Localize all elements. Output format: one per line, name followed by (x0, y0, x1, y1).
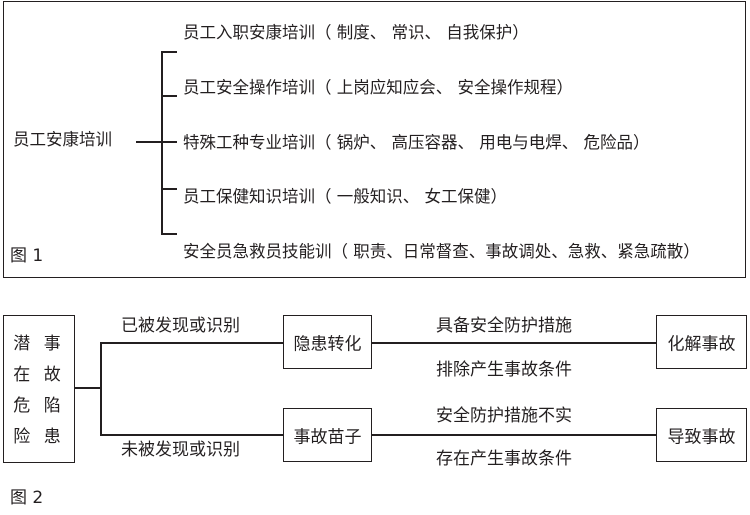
resolve-accident-label: 化解事故 (667, 334, 736, 355)
split-vertical (100, 342, 102, 435)
figure-1-item-4: 员工保健知识培训（ 一般知识、 女工保健） (183, 187, 507, 206)
figure-1-bracket (161, 51, 163, 235)
accident-sign-label: 事故苗子 (293, 427, 362, 448)
source-box: 潜 事 在 故 危 陷 险 患 (3, 315, 75, 463)
lower-result-line (372, 434, 656, 436)
figure-1-label: 图 1 (10, 246, 44, 266)
lower-condition-bottom: 存在产生事故条件 (436, 449, 572, 469)
source-line-1: 潜 事 (13, 334, 65, 354)
figure-1-branch-5 (161, 233, 177, 235)
accident-sign-box: 事故苗子 (283, 408, 372, 462)
lower-branch-label: 未被发现或识别 (121, 440, 240, 460)
figure-1-item-3: 特殊工种专业培训（ 锅炉、 高压容器、 用电与电焊、 危险品） (183, 133, 650, 152)
lower-condition-top: 安全防护措施不实 (436, 406, 572, 426)
cause-accident-label: 导致事故 (667, 427, 736, 448)
upper-branch-line (100, 342, 283, 344)
hidden-danger-transform-box: 隐患转化 (283, 315, 372, 369)
resolve-accident-box: 化解事故 (656, 315, 747, 369)
figure-1-item-1: 员工入职安康培训（ 制度、 常识、 自我保护） (183, 23, 529, 42)
figure-1-frame (3, 1, 746, 278)
upper-condition-bottom: 排除产生事故条件 (436, 360, 572, 380)
figure-1-branch-4 (161, 188, 177, 190)
source-line-3: 危 陷 (13, 396, 65, 416)
figure-1-item-5: 安全员急救员技能训（ 职责、日常督查、事故调处、急救、紧急疏散） (183, 242, 700, 261)
figure-1-root-node: 员工安康培训 (13, 130, 112, 149)
source-connector (75, 387, 101, 389)
lower-branch-line (100, 434, 283, 436)
figure-1-branch-3 (161, 141, 177, 143)
hidden-danger-transform-label: 隐患转化 (293, 334, 362, 355)
source-line-2: 在 故 (13, 365, 65, 385)
figure-1-root-connector (136, 141, 163, 143)
figure-1-branch-2 (161, 95, 177, 97)
cause-accident-box: 导致事故 (656, 408, 747, 462)
upper-condition-top: 具备安全防护措施 (436, 316, 572, 336)
figure-2-label: 图 2 (10, 488, 44, 508)
source-line-4: 险 患 (13, 427, 65, 447)
upper-result-line (372, 342, 656, 344)
upper-branch-label: 已被发现或识别 (121, 316, 240, 336)
figure-1-item-2: 员工安全操作培训（ 上岗应知应会、 安全操作规程） (183, 78, 573, 97)
figure-1-branch-1 (161, 51, 177, 53)
